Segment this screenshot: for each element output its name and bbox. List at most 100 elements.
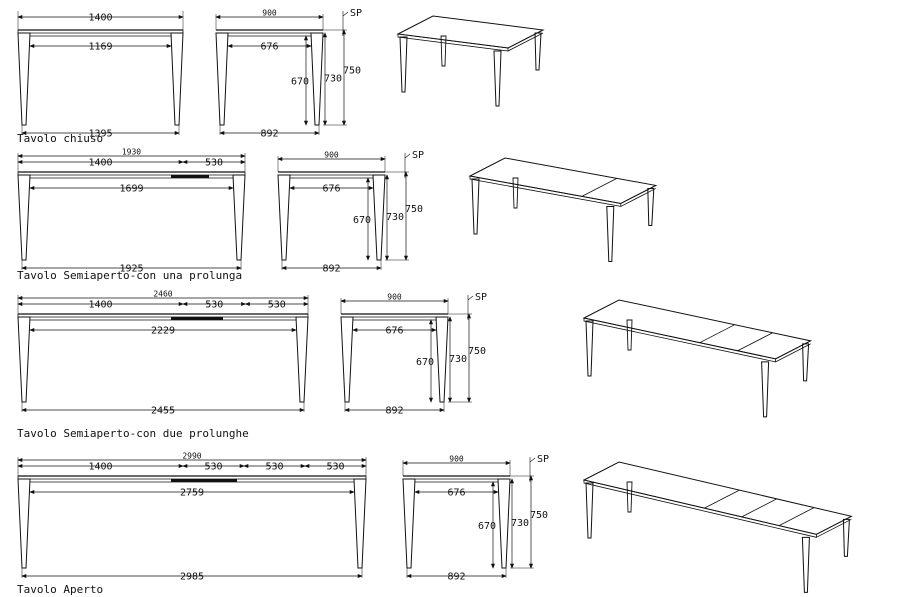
side-right-leg <box>497 478 511 569</box>
perspective-leg <box>585 482 594 539</box>
arrowhead <box>17 463 23 469</box>
view-caption: Tavolo Aperto <box>17 583 103 596</box>
arrowhead <box>493 489 499 495</box>
leg-height-label: 670 <box>353 215 371 226</box>
base-depth-dim-label: 892 <box>447 572 465 583</box>
arrowhead <box>447 397 453 403</box>
extension-length-dim-label: 530 <box>205 158 223 169</box>
side-left-leg <box>402 478 416 569</box>
right-leg <box>295 316 309 403</box>
arrowhead <box>17 301 23 307</box>
arrowhead <box>490 563 496 569</box>
arrowhead <box>365 177 371 183</box>
arrowhead <box>501 573 507 579</box>
perspective-side-underside <box>507 32 544 52</box>
total-height-label: 750 <box>343 66 361 77</box>
arrowhead <box>21 130 27 136</box>
arrowhead <box>236 265 242 271</box>
arrowhead <box>240 159 246 165</box>
arrowhead <box>509 563 515 569</box>
arrowhead <box>322 120 328 126</box>
arrowhead <box>431 327 437 333</box>
perspective-leg <box>842 518 850 557</box>
side-left-leg <box>215 32 229 126</box>
perspective-side-underside <box>620 188 656 207</box>
arrowhead <box>314 130 320 136</box>
arrowhead <box>240 153 246 159</box>
extension-length-dim-label: 530 <box>265 462 283 473</box>
base-length-dim-label: 2455 <box>151 406 175 417</box>
side-left-leg <box>340 316 354 403</box>
inner-depth-dim-label: 676 <box>447 488 465 499</box>
base-depth-dim-label: 892 <box>322 264 340 275</box>
base-depth-dim-label: 892 <box>260 129 278 140</box>
top-length-dim-label: 1400 <box>88 13 112 24</box>
arrowhead <box>29 489 35 495</box>
arrowhead <box>178 301 184 307</box>
arrowhead <box>466 397 472 403</box>
arrowhead <box>443 298 449 304</box>
arrowhead <box>344 407 350 413</box>
view-caption: Tavolo Semiaperto-con due prolunghe <box>17 427 249 440</box>
inner-length-dim-label: 2759 <box>180 488 204 499</box>
extension-leaf-seam <box>737 332 773 352</box>
perspective-view <box>582 299 813 418</box>
right-leg <box>170 32 184 126</box>
perspective-leg <box>534 32 542 71</box>
arrowhead <box>341 120 347 126</box>
perspective-view <box>468 157 658 262</box>
arrowhead <box>174 130 180 136</box>
total-height-label: 750 <box>405 204 423 215</box>
arrowhead <box>215 14 221 20</box>
perspective-leg <box>493 50 502 107</box>
arrowhead <box>306 43 312 49</box>
arrowhead <box>349 489 355 495</box>
frame-height-label: 730 <box>324 74 342 85</box>
perspective-leg <box>626 319 633 351</box>
depth-dim-label: 900 <box>262 9 277 18</box>
perspective-leg <box>585 320 594 377</box>
right-leg <box>353 478 367 569</box>
top-length-dim-label: 1400 <box>88 158 112 169</box>
extension-length-dim-label: 530 <box>268 300 286 311</box>
perspective-leg <box>802 343 810 382</box>
arrowhead <box>29 43 35 49</box>
extension-leaf-seam <box>741 498 777 518</box>
extension-leaf-seam <box>581 177 618 197</box>
overall-length-dim-label: 1930 <box>122 148 141 157</box>
arrowhead <box>402 460 408 466</box>
overall-length-dim-label: 2460 <box>153 290 172 299</box>
perspective-view <box>582 461 853 593</box>
top-length-dim-label: 1400 <box>88 462 112 473</box>
frame-height-label: 730 <box>386 212 404 223</box>
arrowhead <box>352 327 358 333</box>
inner-depth-dim-label: 676 <box>385 326 403 337</box>
perspective-side-underside <box>816 518 852 538</box>
perspective-leg <box>399 36 408 93</box>
thickness-label: SP <box>537 454 549 465</box>
arrowhead <box>361 463 367 469</box>
arrowhead <box>303 295 309 301</box>
arrowhead <box>300 463 306 469</box>
extension-leaf-seam <box>699 324 735 344</box>
arrowhead <box>528 563 534 569</box>
arrowhead <box>227 43 233 49</box>
arrowhead <box>178 14 184 20</box>
extension-length-dim-label: 530 <box>204 462 222 473</box>
arrowhead <box>17 159 23 165</box>
extension-leaf-seam <box>778 507 815 526</box>
arrowhead <box>178 463 184 469</box>
thickness-label: SP <box>350 8 362 19</box>
arrowhead <box>365 255 371 261</box>
arrowhead <box>318 14 324 20</box>
extension-leaf-seam <box>704 489 740 509</box>
perspective-leg <box>626 481 633 513</box>
